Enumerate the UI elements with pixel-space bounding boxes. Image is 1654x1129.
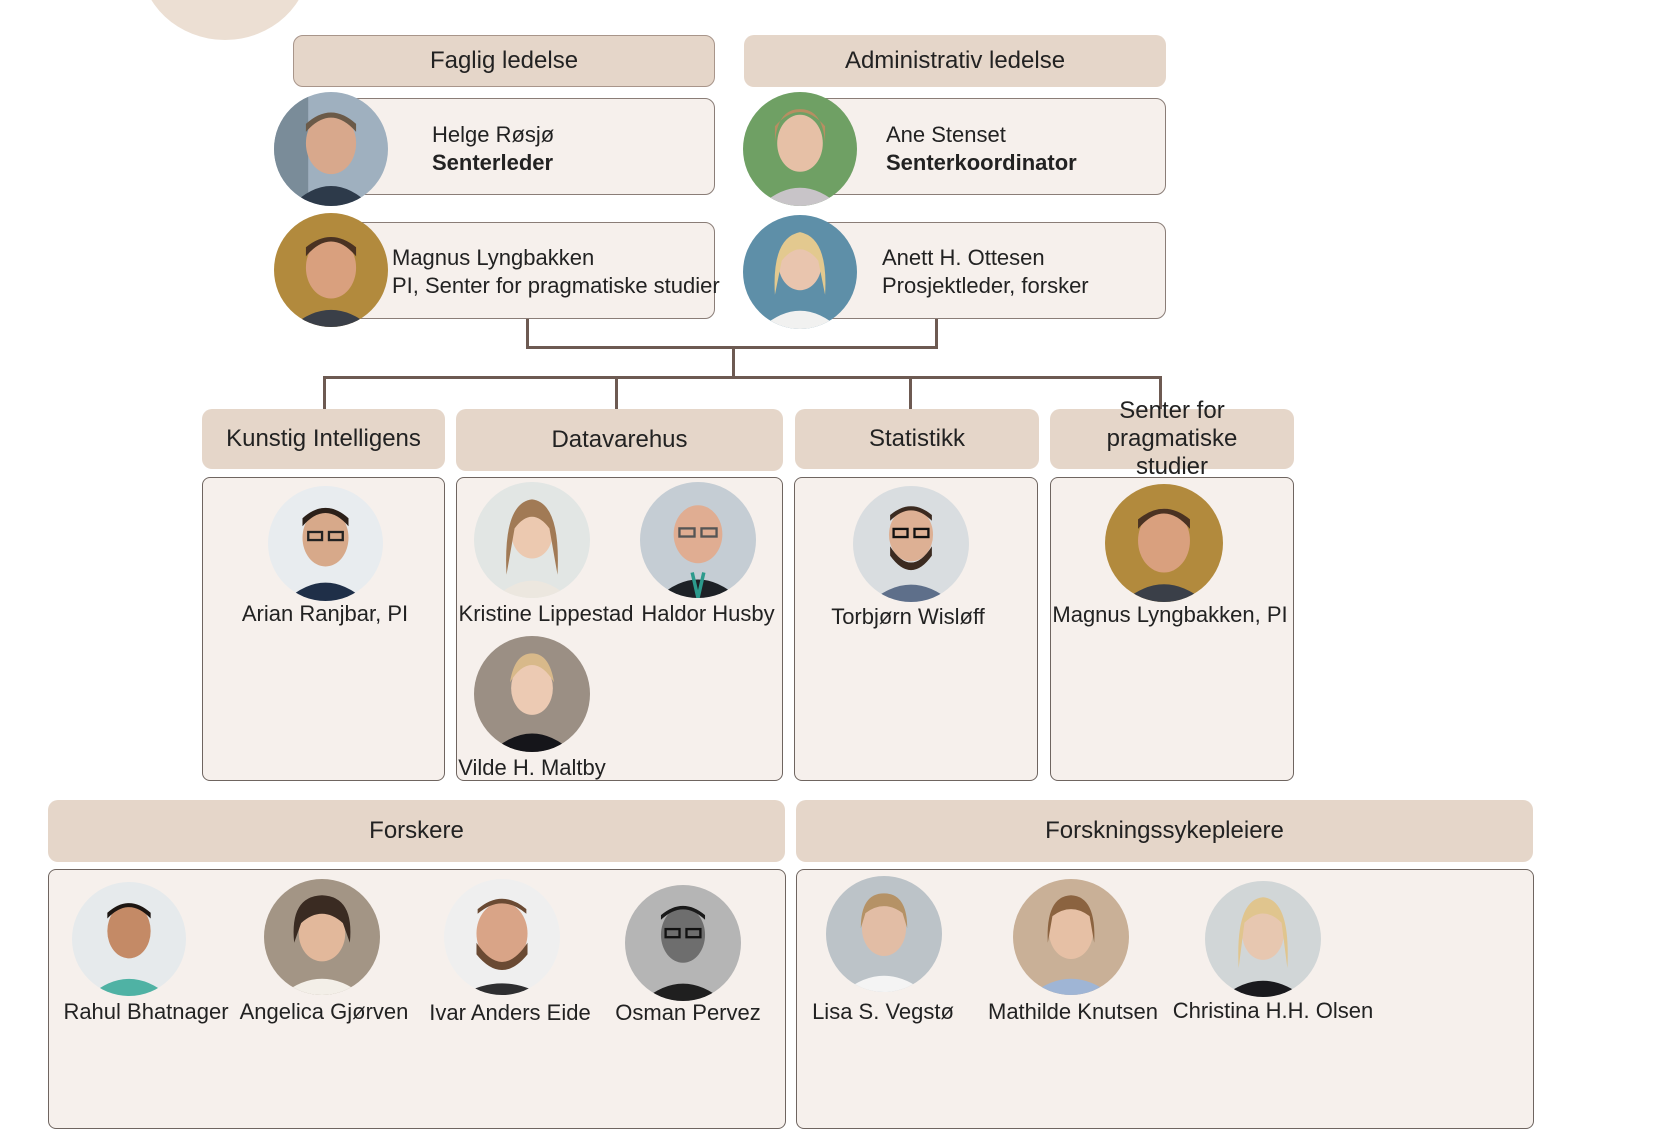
leader-card-anett bbox=[800, 222, 1166, 319]
avatar-angelica bbox=[264, 879, 380, 995]
leader-text-helge: Helge Røsjø Senterleder bbox=[432, 121, 554, 177]
member-name: Christina H.H. Olsen bbox=[1172, 998, 1374, 1023]
connector-line bbox=[909, 376, 912, 410]
avatar-magnus bbox=[274, 213, 388, 327]
avatar-osman bbox=[625, 885, 741, 1001]
avatar-christina bbox=[1205, 881, 1321, 997]
leader-role: Senterleder bbox=[432, 150, 554, 175]
member-name: Torbjørn Wisløff bbox=[831, 604, 985, 629]
avatar-kristine bbox=[474, 482, 590, 598]
avatar-helge bbox=[274, 92, 388, 206]
leader-name: Magnus Lyngbakken bbox=[392, 245, 595, 270]
avatar-ivar bbox=[444, 879, 560, 995]
member-name: Osman Pervez bbox=[615, 1000, 761, 1025]
unit-header-label: Senter for pragmatiske studier bbox=[1106, 397, 1238, 480]
avatar-vilde bbox=[474, 636, 590, 752]
member-name: Angelica Gjørven bbox=[239, 999, 409, 1024]
unit-header-pragmatiske: Senter for pragmatiske studier bbox=[1050, 397, 1294, 480]
member-name: Vilde H. Maltby bbox=[458, 755, 606, 780]
unit-header-statistikk: Statistikk bbox=[795, 409, 1039, 469]
header-administrativ-ledelse: Administrativ ledelse bbox=[744, 35, 1166, 87]
leader-role: Prosjektleder, forsker bbox=[882, 273, 1089, 298]
leader-text-magnus: Magnus Lyngbakken PI, Senter for pragmat… bbox=[392, 244, 720, 300]
member-name: Ivar Anders Eide bbox=[429, 1000, 591, 1025]
group-header-label: Forskningssykepleiere bbox=[1045, 817, 1284, 844]
unit-header-ki: Kunstig Intelligens bbox=[202, 409, 445, 469]
leader-text-anett: Anett H. Ottesen Prosjektleder, forsker bbox=[882, 244, 1089, 300]
avatar-mathilde bbox=[1013, 879, 1129, 995]
unit-header-label: Kunstig Intelligens bbox=[226, 425, 421, 452]
leader-card-helge bbox=[330, 98, 715, 195]
leader-role: Senterkoordinator bbox=[886, 150, 1077, 175]
leader-name: Anett H. Ottesen bbox=[882, 245, 1045, 270]
header-administrativ-ledelse-label: Administrativ ledelse bbox=[844, 47, 1066, 74]
leader-card-ane bbox=[800, 98, 1166, 195]
avatar-torbjorn bbox=[853, 486, 969, 602]
avatar-ane bbox=[743, 92, 857, 206]
group-header-forskningssykepleiere: Forskningssykepleiere bbox=[796, 800, 1533, 862]
group-header-forskere: Forskere bbox=[48, 800, 785, 862]
connector-line bbox=[1159, 376, 1162, 410]
avatar-anett bbox=[743, 215, 857, 329]
connector-line bbox=[615, 376, 618, 410]
member-name: Magnus Lyngbakken, PI bbox=[1052, 602, 1288, 627]
member-name: Lisa S. Vegstø bbox=[812, 999, 954, 1024]
unit-header-datavarehus: Datavarehus bbox=[456, 409, 783, 471]
connector-line bbox=[732, 346, 735, 378]
leader-name: Ane Stenset bbox=[886, 122, 1006, 147]
member-name: Kristine Lippestad bbox=[458, 601, 634, 626]
avatar-magnus-2 bbox=[1105, 484, 1223, 602]
group-header-label: Forskere bbox=[369, 817, 464, 844]
connector-line bbox=[323, 376, 1162, 379]
member-name: Arian Ranjbar, PI bbox=[241, 601, 409, 626]
header-faglig-ledelse-label: Faglig ledelse bbox=[429, 47, 579, 74]
connector-line bbox=[526, 319, 529, 349]
connector-line bbox=[323, 376, 326, 410]
leader-card-magnus bbox=[330, 222, 715, 319]
leader-name: Helge Røsjø bbox=[432, 122, 555, 147]
decorative-circle bbox=[140, 0, 310, 40]
member-name: Haldor Husby bbox=[641, 601, 775, 626]
leader-text-ane: Ane Stenset Senterkoordinator bbox=[886, 121, 1077, 177]
member-name: Mathilde Knutsen bbox=[988, 999, 1158, 1024]
connector-line bbox=[935, 319, 938, 349]
unit-header-label: Statistikk bbox=[868, 425, 966, 452]
header-faglig-ledelse: Faglig ledelse bbox=[293, 35, 715, 87]
leader-role: PI, Senter for pragmatiske studier bbox=[392, 273, 720, 298]
avatar-haldor bbox=[640, 482, 756, 598]
member-name: Rahul Bhatnager bbox=[63, 999, 229, 1024]
unit-header-label: Datavarehus bbox=[551, 426, 688, 453]
avatar-lisa bbox=[826, 876, 942, 992]
avatar-arian bbox=[268, 486, 383, 601]
avatar-rahul bbox=[72, 882, 186, 996]
